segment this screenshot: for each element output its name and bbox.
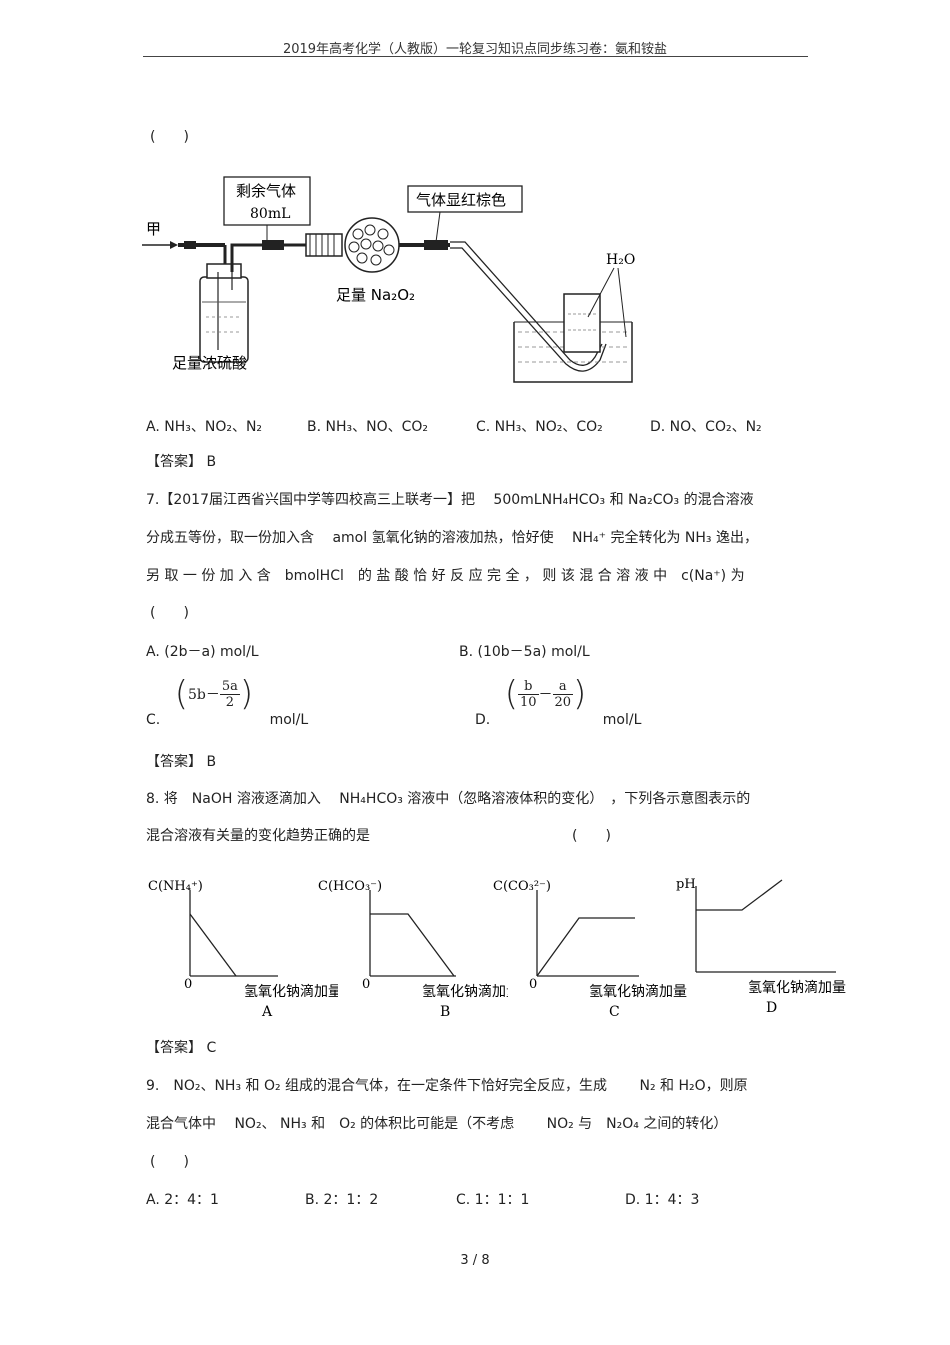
q9-option-c[interactable]: C. 1：1：1: [456, 1192, 530, 1208]
inlet-label: 甲: [146, 220, 161, 238]
q7-option-d-prefix: D.: [475, 712, 491, 728]
q9-option-d[interactable]: D. 1：4：3: [625, 1192, 700, 1208]
graph-b-ylabel: C(HCO₃⁻): [318, 879, 382, 894]
header-rule: [143, 56, 808, 57]
q9-line-2: 混合气体中 NO₂、 NH₃ 和 O₂ 的体积比可能是（不考虑 NO₂ 与 N₂…: [146, 1116, 728, 1132]
reagent2-label: 足量 Na₂O₂: [336, 286, 415, 304]
graph-b-xlabel: 氢氧化钠滴加量: [422, 983, 508, 1000]
q6-option-b[interactable]: B. NH₃、NO、CO₂: [307, 419, 429, 435]
graph-c-line: [536, 917, 635, 977]
q7-answer: 【答案】 B: [146, 754, 217, 770]
graph-b-letter: B: [440, 1004, 450, 1020]
graph-d-letter: D: [766, 1000, 777, 1016]
q7-option-c-prefix: C.: [146, 712, 161, 728]
q6-option-c[interactable]: C. NH₃、NO₂、CO₂: [476, 419, 603, 435]
q6-answer: 【答案】 B: [146, 454, 217, 470]
q7-option-c-unit: mol/L: [269, 712, 309, 728]
graph-c-origin: 0: [529, 977, 537, 992]
reagent1-label: 足量浓硫酸: [172, 354, 247, 372]
graph-d-xlabel: 氢氧化钠滴加量: [748, 979, 846, 996]
q8-line-2: 混合溶液有关量的变化趋势正确的是: [146, 828, 370, 844]
q7-option-d-minus: －: [538, 687, 553, 703]
q8-blank: ( ): [572, 828, 611, 844]
q8-answer: 【答案】 C: [146, 1040, 217, 1056]
q7-line-3: 另 取 一 份 加 入 含 bmolHCl 的 盐 酸 恰 好 反 应 完 全 …: [146, 568, 745, 584]
page-header-title: 2019年高考化学（人教版）一轮复习知识点同步练习卷：氨和铵盐: [282, 42, 668, 57]
graph-a-xlabel: 氢氧化钠滴加量: [244, 983, 338, 1000]
water-label: H₂O: [606, 252, 635, 268]
graph-a-ylabel: C(NH₄⁺): [148, 879, 203, 894]
q8-graph-c[interactable]: C(CO₃²⁻) 0 氢氧化钠滴加量 C: [493, 870, 693, 1020]
q8-graph-b[interactable]: C(HCO₃⁻) 0 氢氧化钠滴加量 B: [318, 870, 508, 1020]
page-number: 3 / 8: [460, 1253, 490, 1268]
q9-option-b[interactable]: B. 2：1：2: [305, 1192, 379, 1208]
q8-line-1: 8. 将 NaOH 溶液逐滴加入 NH₄HCO₃ 溶液中（忽略溶液体积的变化） …: [146, 791, 751, 807]
q7-option-a[interactable]: A. (2b－a) mol/L: [146, 644, 259, 660]
q7-line-1: 7.【2017届江西省兴国中学等四校高三上联考一】把 500mLNH₄HCO₃ …: [146, 492, 754, 508]
graph-a-letter: A: [261, 1004, 273, 1020]
q8-graph-a[interactable]: C(NH₄⁺) 0 氢氧化钠滴加量 A: [148, 870, 338, 1020]
box1-line1: 剩余气体: [236, 182, 296, 200]
q7-option-c-term: 5b－: [187, 687, 220, 703]
graph-c-letter: C: [609, 1004, 620, 1020]
q7-option-d-unit: mol/L: [602, 712, 642, 728]
graph-b-line: [370, 913, 455, 977]
q8-graph-d[interactable]: pH 氢氧化钠滴加量 D: [676, 870, 846, 1020]
q9-option-a[interactable]: A. 2：4：1: [146, 1192, 219, 1208]
q6-apparatus-diagram: 甲 足量浓硫酸 剩余气体 80mL 足量 Na₂O₂ 气体显红棕色 H₂O: [142, 176, 635, 383]
box2-label: 气体显红棕色: [416, 191, 506, 209]
graph-a-origin: 0: [184, 977, 192, 992]
graph-c-ylabel: C(CO₃²⁻): [493, 879, 551, 894]
q7-blank: ( ): [150, 605, 189, 621]
q7-option-b[interactable]: B. (10b－5a) mol/L: [459, 644, 590, 660]
graph-d-ylabel: pH: [676, 877, 696, 892]
q9-line-1: 9. NO₂、NH₃ 和 O₂ 组成的混合气体，在一定条件下恰好完全反应，生成 …: [146, 1078, 748, 1094]
graph-b-origin: 0: [362, 977, 370, 992]
q6-blank: ( ): [150, 129, 189, 145]
q7-line-2: 分成五等份，取一份加入含 amol 氢氧化钠的溶液加热，恰好使 NH₄⁺ 完全转…: [146, 530, 758, 546]
q6-option-a[interactable]: A. NH₃、NO₂、N₂: [146, 419, 263, 435]
q9-blank: ( ): [150, 1154, 189, 1170]
graph-a-line: [189, 913, 237, 977]
box1-line2: 80mL: [250, 206, 290, 222]
graph-d-line: [696, 879, 783, 911]
graph-c-xlabel: 氢氧化钠滴加量: [589, 983, 687, 1000]
q6-option-d[interactable]: D. NO、CO₂、N₂: [650, 419, 762, 435]
